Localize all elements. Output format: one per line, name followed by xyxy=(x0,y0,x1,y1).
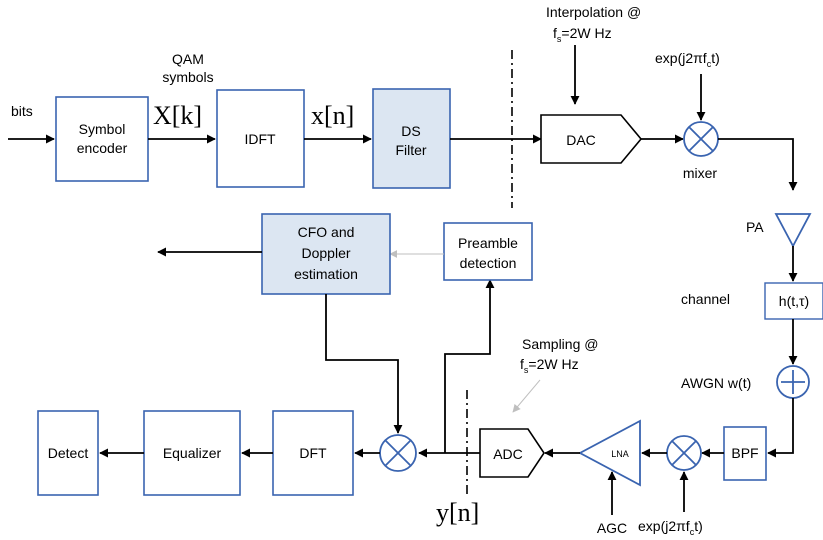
dft-block xyxy=(272,410,354,496)
cfo-label-1: CFO and xyxy=(298,224,355,240)
preamble-label-1: Preamble xyxy=(458,235,518,251)
symbol-encoder-label-1: Symbol xyxy=(79,121,126,137)
detect-label: Detect xyxy=(48,445,89,461)
rx-mixer-cross-b xyxy=(671,440,697,466)
channel-block xyxy=(764,282,823,320)
equalizer-label: Equalizer xyxy=(163,445,222,461)
ds-filter-label-2: Filter xyxy=(395,142,426,158)
adc-block xyxy=(479,428,545,478)
adc-label: ADC xyxy=(493,446,523,462)
qam-label-2: symbols xyxy=(162,69,213,85)
interp-label-1: Interpolation @ xyxy=(546,4,641,20)
preamble-label-2: detection xyxy=(460,255,517,271)
pa-symbol xyxy=(774,213,812,248)
agc-label: AGC xyxy=(597,520,627,536)
mixer-to-pa-arrow xyxy=(718,138,798,191)
symbol-encoder-block xyxy=(55,96,149,182)
sampling-pointer xyxy=(512,379,541,413)
cfo-estimation-block xyxy=(261,213,391,295)
bpf-label: BPF xyxy=(731,445,758,461)
ds-filter-block xyxy=(372,88,451,189)
exp-top-label: exp(j2πfct) xyxy=(655,50,720,69)
bpf-block xyxy=(723,426,767,481)
cfo-label-2: Doppler xyxy=(301,245,350,261)
exp-bottom-label: exp(j2πfct) xyxy=(638,518,703,537)
cfo-to-mixer-arrow xyxy=(325,294,403,434)
idft-label: IDFT xyxy=(244,131,276,147)
cfo-label-3: estimation xyxy=(294,266,358,282)
lna-symbol xyxy=(578,419,641,487)
bits-label: bits xyxy=(11,103,33,119)
cfo-mixer-cross-b xyxy=(384,439,412,467)
qam-label-1: QAM xyxy=(172,51,204,67)
channel-block-label: h(t,τ) xyxy=(779,293,809,309)
dac-label: DAC xyxy=(566,132,596,148)
symbol-encoder-label-2: encoder xyxy=(77,140,128,156)
dft-label: DFT xyxy=(299,445,327,461)
pa-label: PA xyxy=(746,219,764,235)
idft-block xyxy=(216,89,305,188)
interp-label-2: fs=2W Hz xyxy=(553,25,612,44)
xn-label: x[n] xyxy=(311,101,354,130)
lna-label: LNA xyxy=(611,449,629,459)
preamble-detection-block xyxy=(443,222,533,281)
sampling-label-1: Sampling @ xyxy=(522,336,598,352)
channel-label: channel xyxy=(681,291,730,307)
tx-mixer-cross-b xyxy=(688,126,714,152)
ds-filter-label-1: DS xyxy=(401,123,420,139)
mixer-label: mixer xyxy=(683,165,718,181)
sampling-label-2: fs=2W Hz xyxy=(520,356,579,375)
yn-label: y[n] xyxy=(436,498,479,527)
detect-block xyxy=(37,410,99,496)
awgn-label: AWGN w(t) xyxy=(681,375,751,391)
equalizer-block xyxy=(143,410,241,496)
awgn-to-bpf-arrow xyxy=(767,398,794,458)
xk-label: X[k] xyxy=(153,101,202,130)
dac-block xyxy=(540,114,643,164)
tap-to-preamble-arrow xyxy=(444,279,495,453)
